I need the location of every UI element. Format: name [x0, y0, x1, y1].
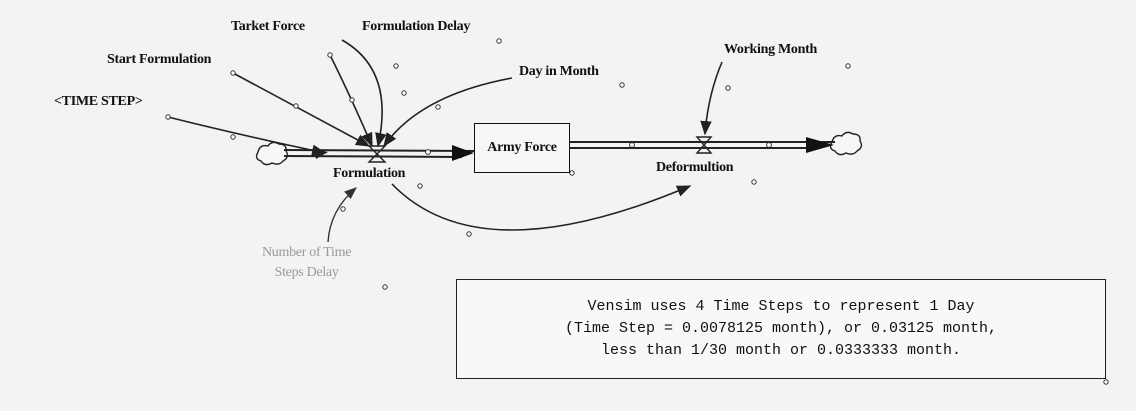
- stock-army-force-label: Army Force: [487, 140, 557, 155]
- label-time-step[interactable]: <TIME STEP>: [54, 94, 143, 109]
- note-line-1: Vensim uses 4 Time Steps to represent 1 …: [587, 298, 975, 315]
- note-line-2: (Time Step = 0.0078125 month), or 0.0312…: [564, 320, 998, 337]
- connector-tarket-force: [327, 52, 373, 148]
- formulation-valve-icon[interactable]: [367, 145, 387, 163]
- anchor-dot: [496, 38, 502, 44]
- label-formulation-delay[interactable]: Formulation Delay: [362, 19, 471, 34]
- label-formulation[interactable]: Formulation: [333, 166, 406, 181]
- connector-time-step: [165, 114, 328, 159]
- anchor-dot: [417, 183, 423, 189]
- connector-formulation-to-deformultion: [391, 183, 692, 237]
- deformultion-flow-pipe: [570, 137, 835, 153]
- source-cloud-icon: [255, 141, 289, 166]
- anchor-dot: [751, 179, 757, 185]
- anchor-dot: [382, 284, 388, 290]
- note-box: Vensim uses 4 Time Steps to represent 1 …: [456, 279, 1106, 379]
- connector-day-in-month: [383, 77, 625, 148]
- connector-start-formulation: [230, 70, 371, 147]
- label-start-formulation[interactable]: Start Formulation: [107, 52, 212, 67]
- label-deformultion[interactable]: Deformultion: [656, 160, 734, 175]
- connector-time-steps-delay: [327, 187, 357, 243]
- connector-working-month: [700, 61, 851, 136]
- label-number-of-time-steps-delay[interactable]: Number of Time Steps Delay: [262, 243, 351, 283]
- stock-army-force[interactable]: Army Force: [474, 123, 570, 173]
- sink-cloud-icon: [829, 131, 863, 156]
- anchor-dot: [1103, 379, 1109, 385]
- formulation-flow-pipe: [283, 145, 475, 161]
- label-number-of-time-steps-delay-line1: Number of Time: [262, 245, 352, 260]
- deformultion-valve-icon[interactable]: [695, 136, 713, 154]
- label-day-in-month[interactable]: Day in Month: [519, 64, 599, 79]
- connector-formulation-delay: [341, 39, 399, 148]
- note-line-3: less than 1/30 month or 0.0333333 month.: [600, 342, 962, 359]
- anchor-dot: [569, 170, 575, 176]
- label-working-month[interactable]: Working Month: [724, 42, 817, 57]
- label-tarket-force[interactable]: Tarket Force: [231, 19, 305, 34]
- label-number-of-time-steps-delay-line2: Steps Delay: [274, 265, 339, 280]
